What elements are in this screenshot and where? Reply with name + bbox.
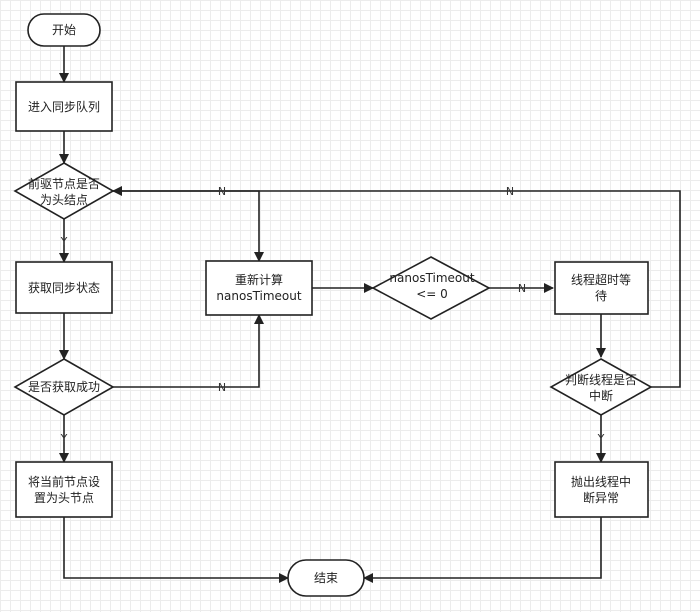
edge-interrupted-no-loop bbox=[112, 186, 681, 388]
node-enter-queue: 进入同步队列 bbox=[15, 81, 113, 132]
node-thread-wait-label-1: 线程超时等 bbox=[571, 272, 631, 287]
node-throw-label-1: 抛出线程中 bbox=[571, 474, 631, 489]
node-throw: 抛出线程中 断异常 bbox=[554, 461, 649, 518]
edge-throw-to-end bbox=[363, 517, 602, 583]
label-pred-yes: Y bbox=[60, 235, 68, 248]
node-set-head-label-1: 将当前节点设 bbox=[28, 474, 100, 489]
node-timeout-check-label-2: <= 0 bbox=[416, 287, 448, 301]
node-start: 开始 bbox=[27, 13, 101, 47]
edge-sethead-to-end bbox=[63, 517, 289, 583]
label-interrupt-yes: Y bbox=[597, 432, 605, 445]
node-recalc-label-2: nanosTimeout bbox=[216, 289, 301, 303]
node-set-head: 将当前节点设 置为头节点 bbox=[15, 461, 113, 518]
node-pred-is-head-label-2: 为头结点 bbox=[40, 193, 88, 207]
node-timeout-check: nanosTimeout <= 0 bbox=[371, 256, 491, 320]
node-acquire-state: 获取同步状态 bbox=[15, 261, 113, 314]
label-pred-no: N bbox=[218, 185, 226, 198]
edges bbox=[59, 46, 681, 583]
node-acquire-state-label: 获取同步状态 bbox=[28, 281, 100, 295]
node-set-head-label-2: 置为头节点 bbox=[34, 491, 94, 505]
node-interrupted-label-2: 中断 bbox=[589, 388, 613, 403]
node-pred-is-head-label-1: 前驱节点是否 bbox=[28, 176, 100, 191]
edge-pred-no-to-recalc bbox=[113, 190, 264, 262]
node-recalc-label-1: 重新计算 bbox=[235, 272, 283, 287]
node-pred-is-head: 前驱节点是否 为头结点 bbox=[13, 162, 115, 220]
node-end: 结束 bbox=[287, 559, 365, 597]
node-end-label: 结束 bbox=[314, 571, 338, 585]
node-throw-label-2: 断异常 bbox=[583, 490, 619, 505]
node-thread-wait: 线程超时等 待 bbox=[554, 261, 649, 315]
node-interrupted: 判断线程是否 中断 bbox=[549, 358, 653, 416]
node-acquire-success-label: 是否获取成功 bbox=[28, 380, 100, 394]
label-timeout-no: N bbox=[518, 282, 526, 295]
node-recalc: 重新计算 nanosTimeout bbox=[205, 260, 313, 316]
label-success-no: N bbox=[218, 381, 226, 394]
label-success-yes: Y bbox=[60, 432, 68, 445]
edge-labels: N N Y N N Y Y bbox=[60, 185, 605, 445]
node-thread-wait-label-2: 待 bbox=[595, 289, 607, 303]
edge-success-no-to-recalc bbox=[113, 314, 264, 388]
node-timeout-check-label-1: nanosTimeout bbox=[389, 271, 474, 285]
node-enter-queue-label: 进入同步队列 bbox=[28, 99, 100, 114]
node-acquire-success: 是否获取成功 bbox=[13, 358, 115, 416]
label-interrupt-no: N bbox=[506, 185, 514, 198]
node-start-label: 开始 bbox=[52, 23, 76, 37]
node-interrupted-label-1: 判断线程是否 bbox=[565, 372, 637, 387]
